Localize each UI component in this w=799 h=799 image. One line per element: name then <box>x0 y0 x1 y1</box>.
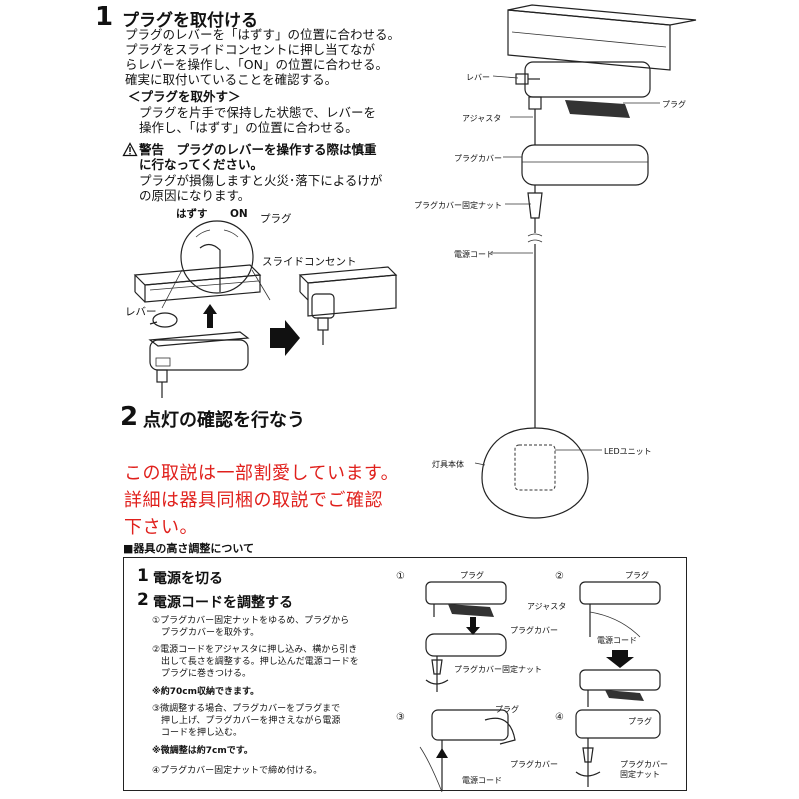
label-plug-left: プラグ <box>260 213 292 225</box>
hs-item-1: ①プラグカバー固定ナットをゆるめ、プラグから <box>152 616 350 626</box>
hs-step1-title: 電源を切る <box>153 571 223 587</box>
hs-item-7: ③微調整する場合、プラグカバーをプラグまで <box>152 704 341 714</box>
red-note-line-3: 下さい。 <box>124 517 198 538</box>
label-slide-outlet: スライドコンセント <box>262 256 357 268</box>
step2-title: 点灯の確認を行なう <box>143 410 305 431</box>
pendant-light-diagram <box>474 4 697 519</box>
fig3-plug-cover: プラグカバー <box>510 760 558 769</box>
red-note-line-2: 詳細は器具同梱の取説でご確認 <box>124 490 383 511</box>
height-section-heading: ■器具の高さ調整について <box>123 542 255 555</box>
remove-line-2: 操作し、「はずす」の位置に合わせる。 <box>139 120 358 135</box>
fig4-num: ④ <box>555 712 564 723</box>
label-lever-left: レバー <box>125 306 157 318</box>
step1-title: プラグを取付ける <box>122 11 258 31</box>
label-fixture-body: 灯具本体 <box>432 460 464 469</box>
warning-line-2: に行なってください。 <box>139 157 264 172</box>
fig2-cord: 電源コード <box>597 636 637 645</box>
step1-line-2: プラグをスライドコンセントに押し当てなが <box>125 42 376 57</box>
label-on: ON <box>230 208 248 220</box>
label-plug-right: プラグ <box>662 100 686 109</box>
warning-line-1: 警告 プラグのレバーを操作する際は慎重 <box>139 142 377 157</box>
fig4-plug: プラグ <box>628 717 652 726</box>
step1-number: 1 <box>95 2 114 32</box>
hs-item-11: ④プラグカバー固定ナットで締め付ける。 <box>152 766 323 776</box>
label-led-unit: LEDユニット <box>604 447 652 456</box>
hs-item-6: ※約70cm収納できます。 <box>152 687 260 697</box>
hs-item-2: プラグカバーを取外す。 <box>152 628 260 638</box>
remove-line-1: プラグを片手で保持した状態で、レバーを <box>139 105 377 120</box>
hs-item-10: ※微調整は約7cmです。 <box>152 746 253 756</box>
fig3-num: ③ <box>396 712 405 723</box>
label-hazusu: はずす <box>176 208 208 220</box>
hs-step2-title: 電源コードを調整する <box>153 595 293 611</box>
step1-line-1: プラグのレバーを「はずす」の位置に合わせる。 <box>125 27 401 42</box>
fig2-plug: プラグ <box>625 571 649 580</box>
plug-attach-diagram <box>133 220 398 398</box>
fig3-plug: プラグ <box>495 705 519 714</box>
hs-item-8: 押し上げ、プラグカバーを押さえながら電源 <box>152 716 341 726</box>
step1-line-4: 確実に取付いていることを確認する。 <box>125 72 338 87</box>
height-adjust-panel <box>123 557 687 791</box>
hs-step2-number: 2 <box>137 590 149 610</box>
step2-number: 2 <box>120 402 139 432</box>
label-plug-cover: プラグカバー <box>454 154 502 163</box>
height-adjust-figures <box>419 581 661 793</box>
hs-item-9: コードを押し込む。 <box>152 728 243 738</box>
label-plug-cover-nut: プラグカバー固定ナット <box>414 201 502 210</box>
remove-heading: ＜プラグを取外す＞ <box>128 89 241 104</box>
hs-item-4: 出して長さを調整する。押し込んだ電源コードを <box>152 657 359 667</box>
fig1-nut: プラグカバー固定ナット <box>454 665 542 674</box>
fig2-adjuster: アジャスタ <box>527 602 567 611</box>
label-power-cord: 電源コード <box>454 250 494 259</box>
fig4-nut: プラグカバー 固定ナット <box>620 760 668 779</box>
hs-step1-number: 1 <box>137 566 149 586</box>
fig1-num: ① <box>396 571 405 582</box>
hs-item-3: ②電源コードをアジャスタに押し込み、横から引き <box>152 645 358 655</box>
label-adjuster: アジャスタ <box>462 114 502 123</box>
warning-body-1: プラグが損傷しますと火災･落下によるけが <box>139 173 383 188</box>
step1-line-3: らレバーを操作し、「ON」の位置に合わせる。 <box>125 57 388 72</box>
label-lever-right: レバー <box>466 73 490 82</box>
fig1-plug-cover: プラグカバー <box>510 626 558 635</box>
warning-icon <box>122 142 138 157</box>
warning-body-2: の原因になります。 <box>139 188 251 203</box>
red-note-line-1: この取説は一部割愛しています。 <box>124 463 400 484</box>
fig3-cord: 電源コード <box>462 776 502 785</box>
fig2-num: ② <box>555 571 564 582</box>
hs-item-5: プラグに巻きつける。 <box>152 669 252 679</box>
fig1-plug: プラグ <box>460 571 484 580</box>
